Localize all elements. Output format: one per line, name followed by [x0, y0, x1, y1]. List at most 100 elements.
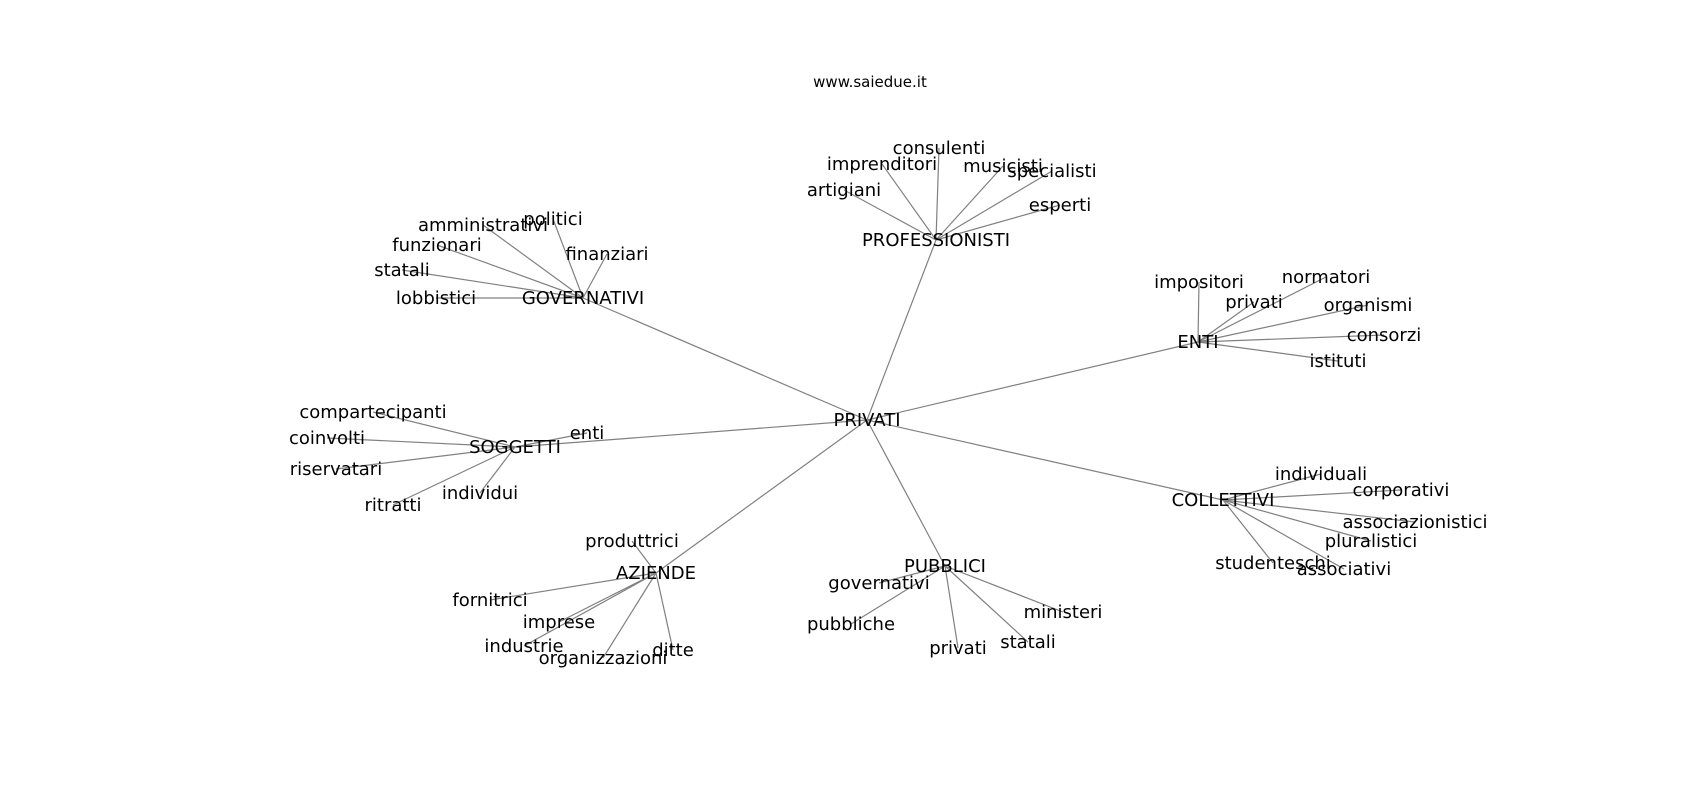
leaf-node-label: pubbliche [807, 614, 895, 635]
edge-root-to-hub [866, 341, 1199, 421]
leaf-node-label: organismi [1324, 295, 1413, 316]
hub-node-label: ENTI [1177, 332, 1218, 353]
leaf-node-label: organizzazioni [539, 648, 668, 669]
edge-hub-to-leaf [944, 565, 959, 649]
leaf-node-label: esperti [1029, 195, 1091, 216]
leaf-node-label: individuali [1275, 464, 1367, 485]
leaf-node-label: ritratti [364, 495, 421, 516]
edge-hub-to-leaf [935, 165, 1004, 241]
edge-hub-to-leaf [326, 437, 516, 448]
edge-hub-to-leaf [631, 540, 657, 574]
leaf-node-label: associazionistici [1343, 512, 1488, 533]
leaf-node-label: ditte [652, 640, 694, 661]
edge-root-to-hub [866, 239, 937, 421]
leaf-node-label: amministrativi [418, 215, 548, 236]
edge-hub-to-leaf [1222, 499, 1345, 570]
edge-hub-to-leaf [878, 565, 946, 584]
edge-hub-to-leaf [1197, 304, 1369, 343]
leaf-node-label: artigiani [807, 180, 881, 201]
edge-hub-to-leaf [1197, 334, 1385, 343]
edge-hub-to-leaf [944, 565, 1029, 643]
edge-hub-to-leaf [1222, 473, 1322, 501]
leaf-node-label: finanziari [565, 244, 648, 265]
leaf-node-label: enti [570, 423, 605, 444]
edge-hub-to-leaf [558, 572, 657, 623]
leaf-node-label: associativi [1297, 559, 1391, 580]
hub-node-label: GOVERNATIVI [522, 288, 644, 309]
edge-hub-to-leaf [335, 446, 516, 470]
edge-hub-to-leaf [489, 572, 657, 601]
leaf-node-label: statali [1000, 632, 1056, 653]
leaf-node-label: specialisti [1007, 161, 1096, 182]
edge-hub-to-leaf [1197, 281, 1200, 343]
leaf-node-label: individui [442, 483, 518, 504]
leaf-node-label: imprenditori [827, 154, 937, 175]
edge-hub-to-leaf [372, 411, 516, 448]
edge-root-to-hub [866, 419, 1224, 501]
edge-hub-to-leaf [392, 446, 516, 506]
edge-hub-to-leaf [582, 253, 608, 299]
edge-hub-to-leaf [1197, 301, 1255, 343]
leaf-node-label: governativi [828, 573, 929, 594]
leaf-node-label: funzionari [392, 235, 481, 256]
edge-hub-to-leaf [514, 432, 588, 448]
leaf-node-label: fornitrici [452, 590, 527, 611]
leaf-node-label: pluralistici [1325, 531, 1418, 552]
edge-hub-to-leaf [1197, 341, 1339, 362]
edge-hub-to-leaf [1222, 499, 1372, 542]
edge-hub-to-leaf [1197, 276, 1327, 343]
edge-root-to-hub [514, 419, 868, 448]
leaf-node-label: industrie [484, 636, 563, 657]
leaf-node-label: normatori [1282, 267, 1371, 288]
edges [326, 147, 1416, 659]
leaf-node-label: imprese [523, 612, 596, 633]
edge-hub-to-leaf [479, 446, 516, 494]
leaf-node-label: impositori [1154, 272, 1244, 293]
leaf-node-label: lobbistici [396, 288, 476, 309]
leaf-node-label: corporativi [1353, 480, 1450, 501]
leaf-node-label: produttrici [585, 531, 679, 552]
hub-node-label: AZIENDE [616, 563, 696, 584]
leaf-node-label: riservatari [290, 459, 382, 480]
edge-hub-to-leaf [552, 218, 584, 299]
leaf-node-label: consorzi [1347, 325, 1422, 346]
leaf-node-label: studenteschi [1215, 553, 1331, 574]
edge-root-to-hub [866, 419, 946, 567]
leaf-node-label: privati [929, 638, 987, 659]
leaf-node-label: musicisti [963, 156, 1043, 177]
leaf-node-label: politici [523, 209, 582, 230]
edge-hub-to-leaf [401, 269, 584, 299]
leaf-node-label: consulenti [893, 138, 986, 159]
edge-hub-to-leaf [935, 147, 940, 241]
edge-hub-to-leaf [436, 244, 584, 299]
hub-node-label: PROFESSIONISTI [862, 230, 1010, 251]
edge-root-to-hub [655, 419, 868, 574]
leaf-node-label: compartecipanti [299, 402, 446, 423]
edge-hub-to-leaf [602, 572, 657, 659]
edge-hub-to-leaf [1222, 499, 1274, 564]
hub-node-label: SOGGETTI [469, 437, 561, 458]
leaf-node-label: istituti [1310, 351, 1367, 372]
edge-hub-to-leaf [1222, 499, 1416, 523]
edge-hub-to-leaf [655, 572, 674, 651]
hub-node-label: COLLETTIVI [1172, 490, 1275, 511]
edge-hub-to-leaf [482, 224, 584, 299]
leaf-node-label: coinvolti [289, 428, 365, 449]
hub-node-label: PUBBLICI [904, 556, 986, 577]
edge-root-to-hub [582, 297, 868, 421]
edge-hub-to-leaf [843, 189, 937, 241]
edge-hub-to-leaf [935, 170, 1053, 241]
leaf-node-label: statali [374, 260, 430, 281]
edge-hub-to-leaf [935, 204, 1061, 241]
edge-hub-to-leaf [944, 565, 1064, 613]
edge-hub-to-leaf [523, 572, 657, 647]
root-node-label: PRIVATI [833, 410, 900, 431]
edge-hub-to-leaf [1222, 489, 1402, 501]
website-label: www.saiedue.it [813, 73, 927, 91]
leaf-node-label: ministeri [1024, 602, 1103, 623]
edge-hub-to-leaf [850, 565, 946, 625]
edge-hub-to-leaf [881, 163, 937, 241]
leaf-node-label: privati [1225, 292, 1283, 313]
